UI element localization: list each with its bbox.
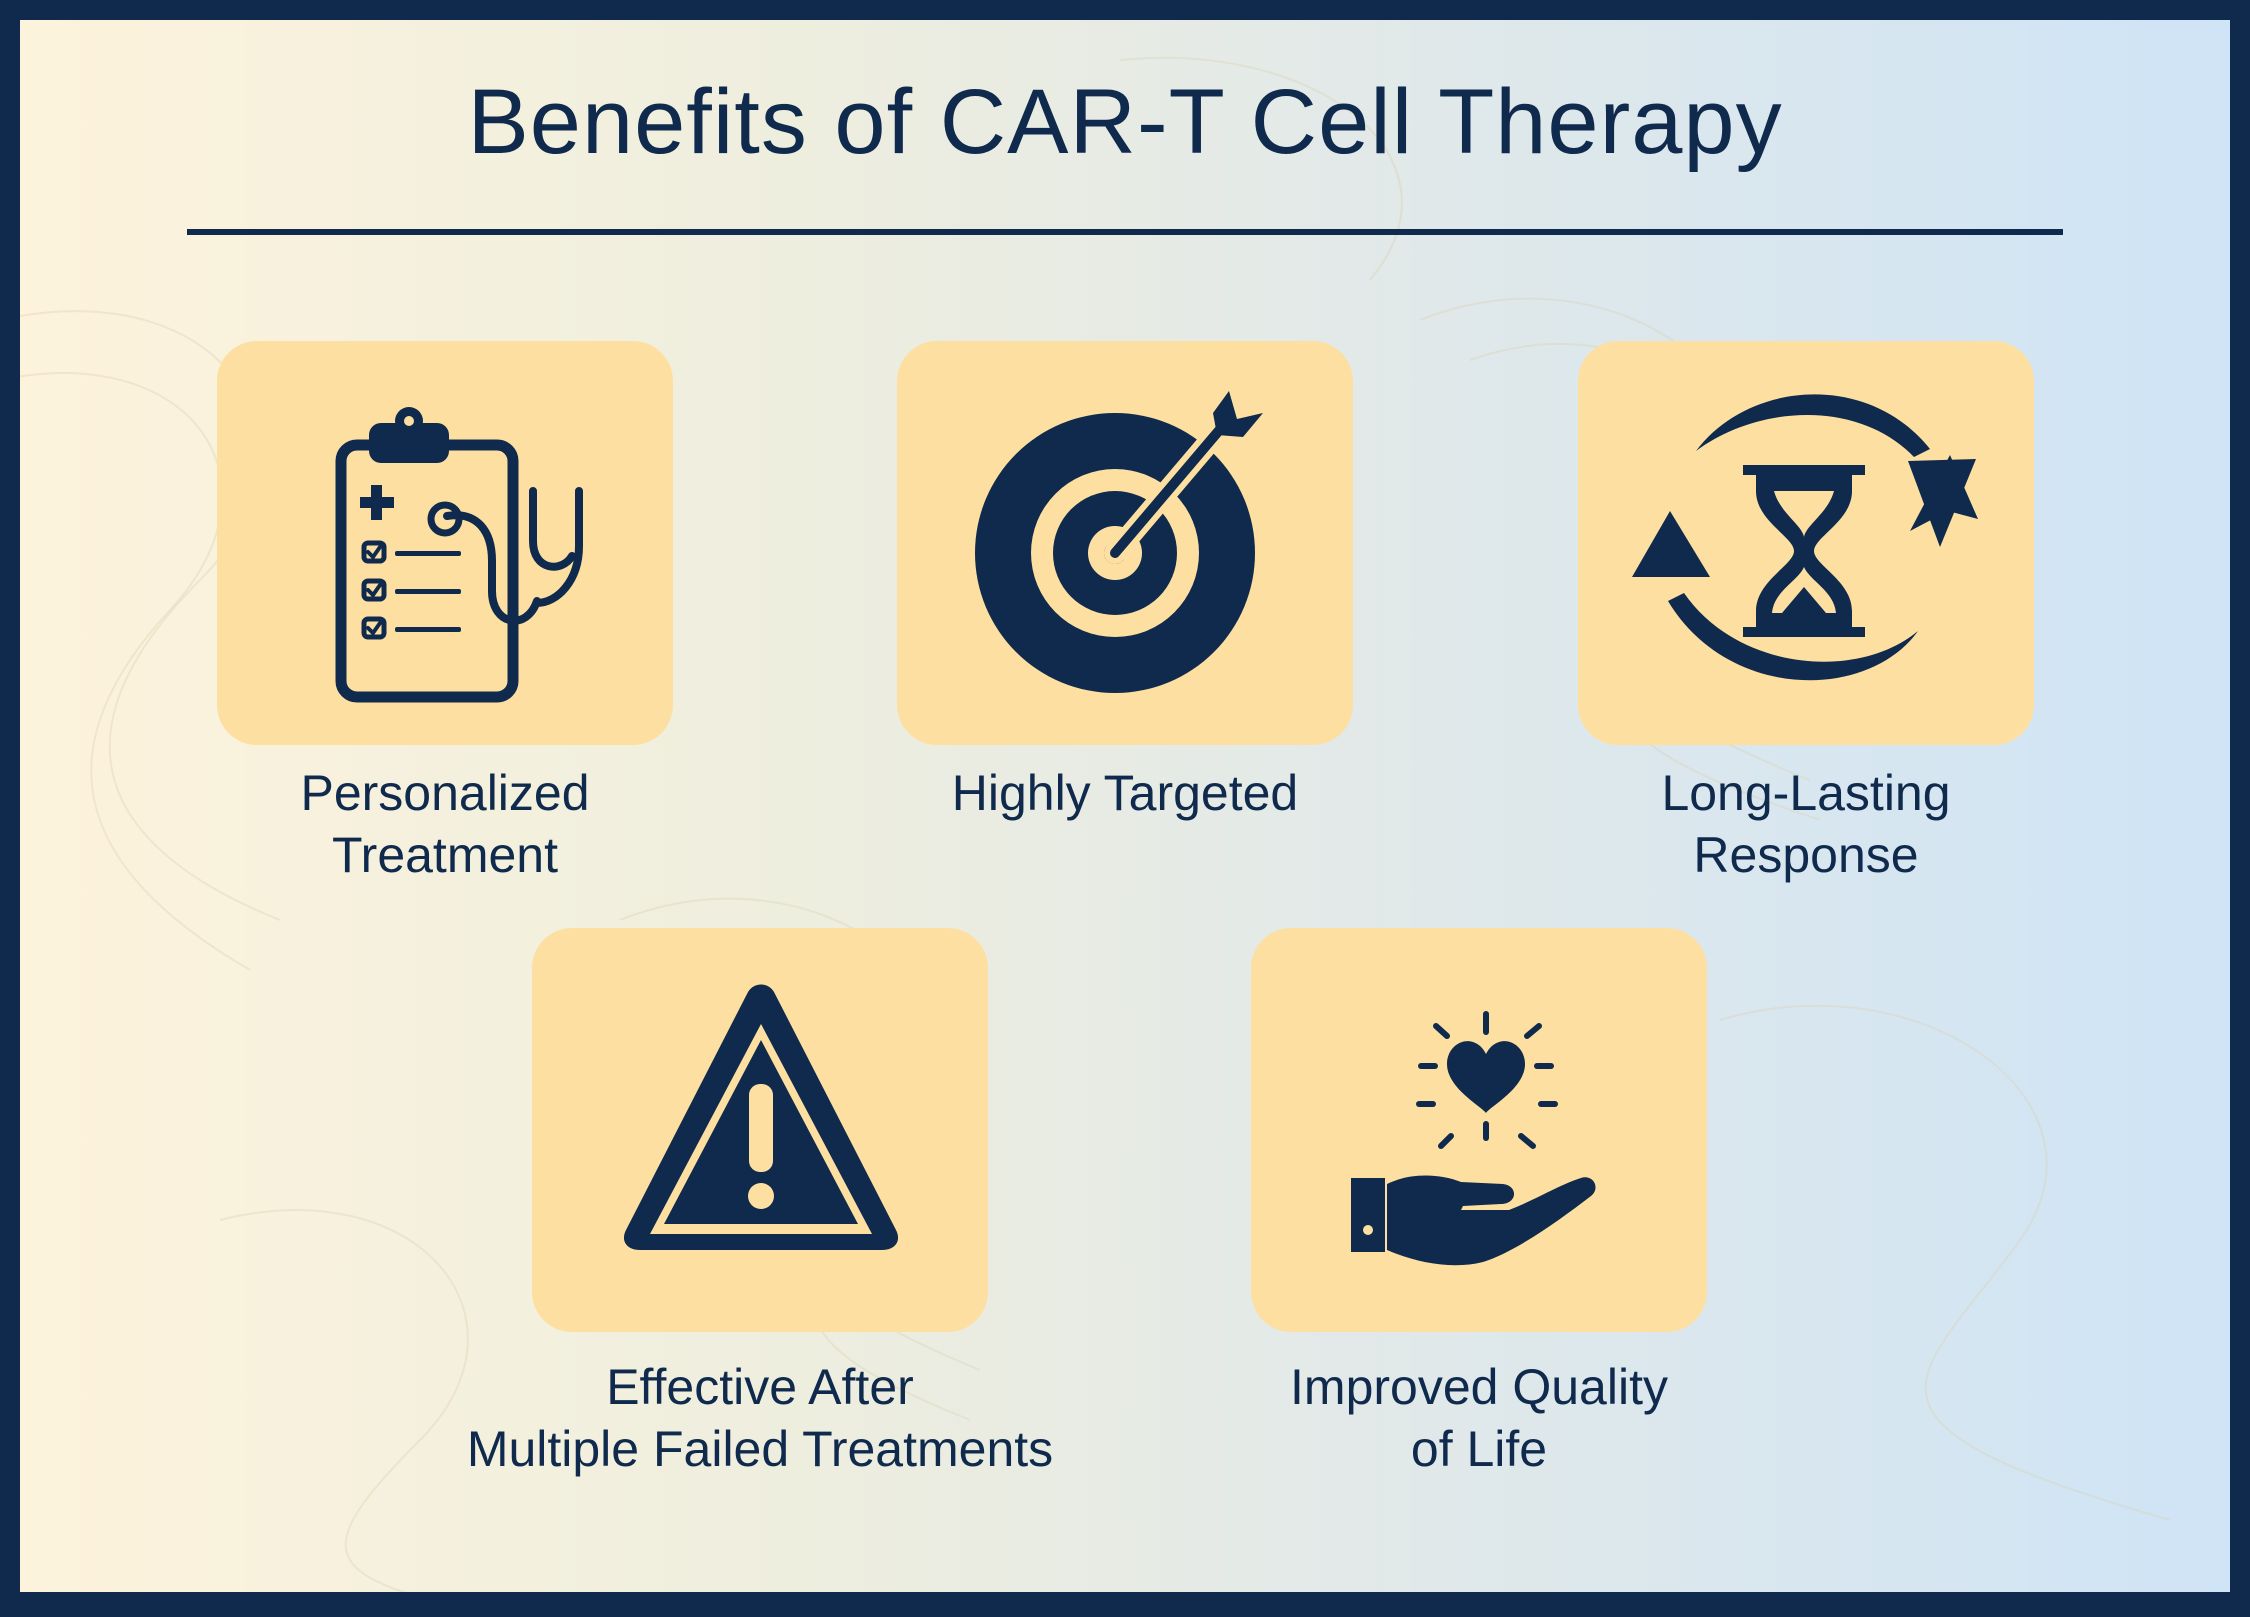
title-divider — [187, 229, 2063, 235]
benefit-card-targeted — [897, 341, 1353, 745]
label-line: Treatment — [331, 827, 558, 883]
label-line: Response — [1693, 827, 1919, 883]
benefit-card-effective-after — [532, 928, 988, 1332]
benefit-label-long-lasting: Long-Lasting Response — [1578, 762, 2034, 886]
clipboard-stethoscope-icon — [335, 407, 583, 703]
hand-heart-icon — [1351, 1011, 1596, 1266]
label-line: Long-Lasting — [1661, 765, 1951, 821]
warning-triangle-icon — [623, 984, 899, 1250]
hourglass-cycle-icon — [1632, 394, 1978, 681]
label-line: Effective After — [606, 1359, 914, 1415]
infographic-panel — [20, 20, 2230, 1592]
label-line: Highly Targeted — [951, 765, 1299, 821]
benefit-label-personalized: Personalized Treatment — [217, 762, 673, 886]
target-arrow-icon — [975, 391, 1263, 693]
label-line: Personalized — [300, 765, 590, 821]
label-line: Multiple Failed Treatments — [466, 1421, 1054, 1477]
benefit-label-effective-after: Effective After Multiple Failed Treatmen… — [332, 1356, 1188, 1480]
benefit-label-quality-of-life: Improved Quality of Life — [1251, 1356, 1707, 1480]
label-line: of Life — [1410, 1421, 1548, 1477]
benefit-label-targeted: Highly Targeted — [897, 762, 1353, 824]
benefit-card-quality-of-life — [1251, 928, 1707, 1332]
page-title: Benefits of CAR-T Cell Therapy — [467, 71, 1783, 173]
benefit-card-personalized — [217, 341, 673, 745]
label-line: Improved Quality — [1290, 1359, 1668, 1415]
benefit-card-long-lasting — [1578, 341, 2034, 745]
